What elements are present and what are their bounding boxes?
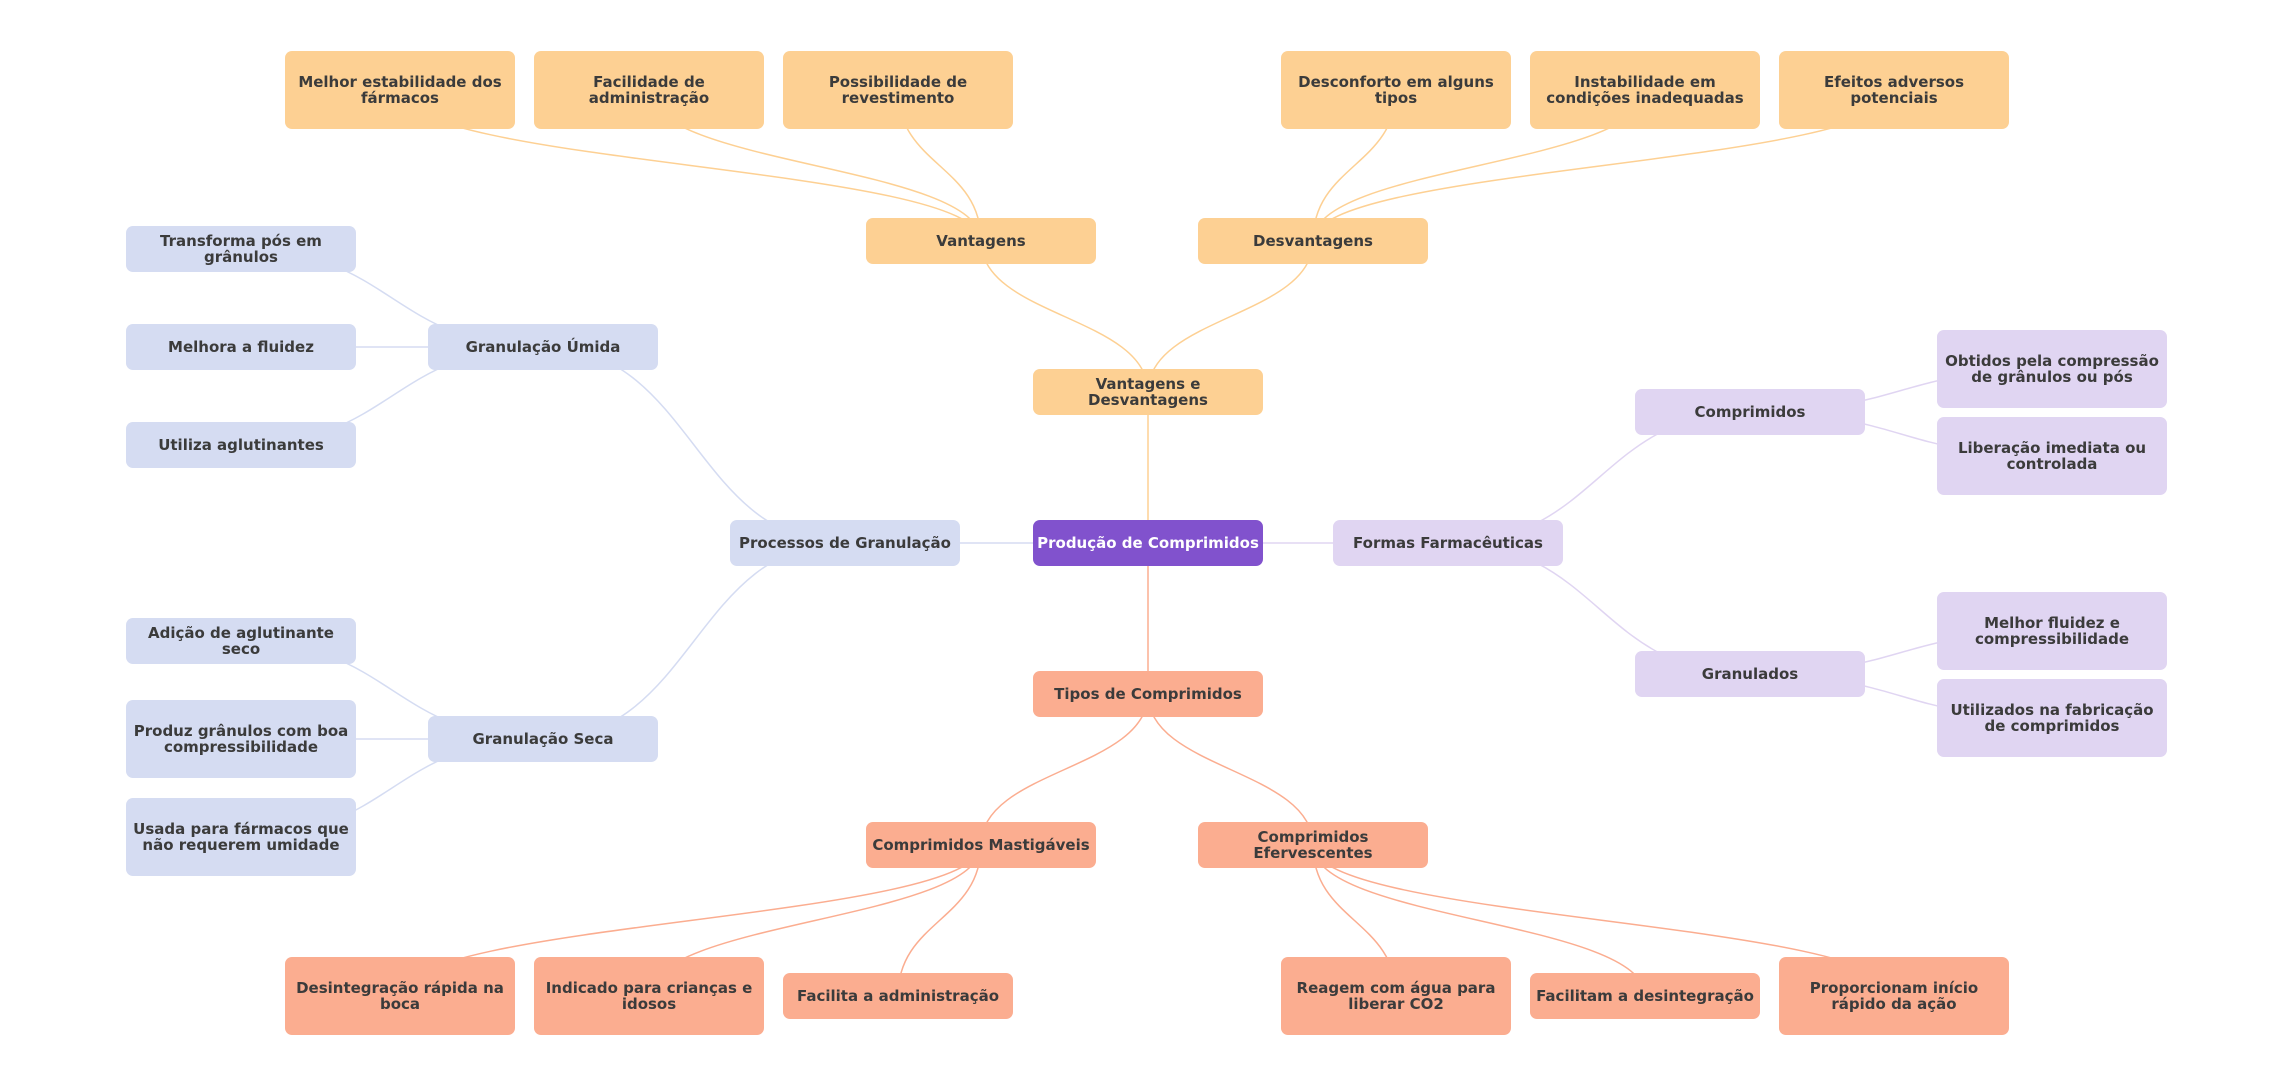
- leaf-node[interactable]: Melhora a fluidez: [126, 324, 356, 370]
- leaf-label: Facilitam a desintegração: [1536, 987, 1754, 1005]
- subbranch-granulacao-seca[interactable]: Granulação Seca: [428, 716, 658, 762]
- subbranch-label: Granulação Úmida: [465, 338, 621, 356]
- leaf-label: Facilidade de administração: [588, 73, 710, 107]
- branch-formas-farmaceuticas[interactable]: Formas Farmacêuticas: [1333, 520, 1563, 566]
- leaf-node[interactable]: Melhor estabilidade dos fármacos: [285, 51, 515, 129]
- leaf-label: Adição de aglutinante seco: [148, 624, 334, 658]
- leaf-node[interactable]: Usada para fármacos que não requerem umi…: [126, 798, 356, 876]
- leaf-label: Reagem com água para liberar CO2: [1296, 979, 1496, 1013]
- branch-label: Processos de Granulação: [739, 534, 951, 552]
- leaf-node[interactable]: Proporcionam início rápido da ação: [1779, 957, 2009, 1035]
- subbranch-comprimidos-efervescentes[interactable]: Comprimidos Efervescentes: [1198, 822, 1428, 868]
- leaf-label: Produz grânulos com boa compressibilidad…: [133, 722, 349, 756]
- leaf-node[interactable]: Desconforto em alguns tipos: [1281, 51, 1511, 129]
- connector-line: [1147, 240, 1314, 393]
- branch-label: Formas Farmacêuticas: [1353, 534, 1543, 552]
- subbranch-comprimidos[interactable]: Comprimidos: [1635, 389, 1865, 435]
- subbranch-granulados[interactable]: Granulados: [1635, 651, 1865, 697]
- subbranch-granulacao-umida[interactable]: Granulação Úmida: [428, 324, 658, 370]
- root-node[interactable]: Produção de Comprimidos: [1033, 520, 1263, 566]
- leaf-label: Instabilidade em condições inadequadas: [1546, 73, 1744, 107]
- leaf-label: Usada para fármacos que não requerem umi…: [133, 820, 349, 854]
- connector-line: [980, 240, 1149, 393]
- leaf-label: Melhor fluidez e compressibilidade: [1974, 614, 2130, 648]
- leaf-label: Efeitos adversos potenciais: [1823, 73, 1965, 107]
- leaf-node[interactable]: Obtidos pela compressão de grânulos ou p…: [1937, 330, 2167, 408]
- leaf-node[interactable]: Indicado para crianças e idosos: [534, 957, 764, 1035]
- leaf-node[interactable]: Facilita a administração: [783, 973, 1013, 1019]
- leaf-node[interactable]: Facilitam a desintegração: [1530, 973, 1760, 1019]
- leaf-label: Proporcionam início rápido da ação: [1809, 979, 1979, 1013]
- leaf-node[interactable]: Utilizados na fabricação de comprimidos: [1937, 679, 2167, 757]
- connector-line: [542, 542, 846, 740]
- leaf-node[interactable]: Produz grânulos com boa compressibilidad…: [126, 700, 356, 778]
- connector-line: [897, 844, 982, 997]
- leaf-node[interactable]: Utiliza aglutinantes: [126, 422, 356, 468]
- leaf-node[interactable]: Liberação imediata ou controlada: [1937, 417, 2167, 495]
- leaf-label: Utiliza aglutinantes: [158, 436, 324, 454]
- leaf-node[interactable]: Facilidade de administração: [534, 51, 764, 129]
- leaf-node[interactable]: Instabilidade em condições inadequadas: [1530, 51, 1760, 129]
- connector-line: [1147, 693, 1314, 846]
- leaf-label: Desintegração rápida na boca: [296, 979, 504, 1013]
- leaf-node[interactable]: Adição de aglutinante seco: [126, 618, 356, 664]
- leaf-label: Melhora a fluidez: [168, 338, 314, 356]
- leaf-label: Transforma pós em grânulos: [160, 232, 322, 266]
- branch-label: Tipos de Comprimidos: [1054, 685, 1242, 703]
- root-label: Produção de Comprimidos: [1037, 534, 1259, 552]
- connector-line: [980, 693, 1149, 846]
- leaf-label: Desconforto em alguns tipos: [1298, 73, 1494, 107]
- subbranch-desvantagens[interactable]: Desvantagens: [1198, 218, 1428, 264]
- leaf-node[interactable]: Possibilidade de revestimento: [783, 51, 1013, 129]
- subbranch-label: Comprimidos Efervescentes: [1253, 828, 1373, 862]
- subbranch-label: Granulação Seca: [472, 730, 614, 748]
- subbranch-label: Granulados: [1701, 665, 1799, 683]
- leaf-label: Indicado para crianças e idosos: [545, 979, 753, 1013]
- leaf-node[interactable]: Reagem com água para liberar CO2: [1281, 957, 1511, 1035]
- connector-line: [1312, 844, 1646, 997]
- branch-label: Vantagens e Desvantagens: [1088, 375, 1208, 409]
- subbranch-label: Comprimidos: [1694, 403, 1806, 421]
- branch-processos-granulacao[interactable]: Processos de Granulação: [730, 520, 960, 566]
- leaf-node[interactable]: Desintegração rápida na boca: [285, 957, 515, 1035]
- subbranch-vantagens[interactable]: Vantagens: [866, 218, 1096, 264]
- leaf-label: Obtidos pela compressão de grânulos ou p…: [1945, 352, 2159, 386]
- leaf-label: Liberação imediata ou controlada: [1957, 439, 2147, 473]
- subbranch-label: Comprimidos Mastigáveis: [872, 836, 1090, 854]
- leaf-label: Facilita a administração: [796, 987, 1000, 1005]
- leaf-label: Melhor estabilidade dos fármacos: [298, 73, 502, 107]
- branch-tipos-comprimidos[interactable]: Tipos de Comprimidos: [1033, 671, 1263, 717]
- subbranch-comprimidos-mastigaveis[interactable]: Comprimidos Mastigáveis: [866, 822, 1096, 868]
- leaf-node[interactable]: Melhor fluidez e compressibilidade: [1937, 592, 2167, 670]
- leaf-label: Utilizados na fabricação de comprimidos: [1950, 701, 2154, 735]
- subbranch-label: Vantagens: [936, 232, 1026, 250]
- subbranch-label: Desvantagens: [1253, 232, 1373, 250]
- connector-line: [542, 346, 846, 544]
- leaf-node[interactable]: Transforma pós em grânulos: [126, 226, 356, 272]
- branch-vantagens-desvantagens[interactable]: Vantagens e Desvantagens: [1033, 369, 1263, 415]
- leaf-node[interactable]: Efeitos adversos potenciais: [1779, 51, 2009, 129]
- leaf-label: Possibilidade de revestimento: [828, 73, 968, 107]
